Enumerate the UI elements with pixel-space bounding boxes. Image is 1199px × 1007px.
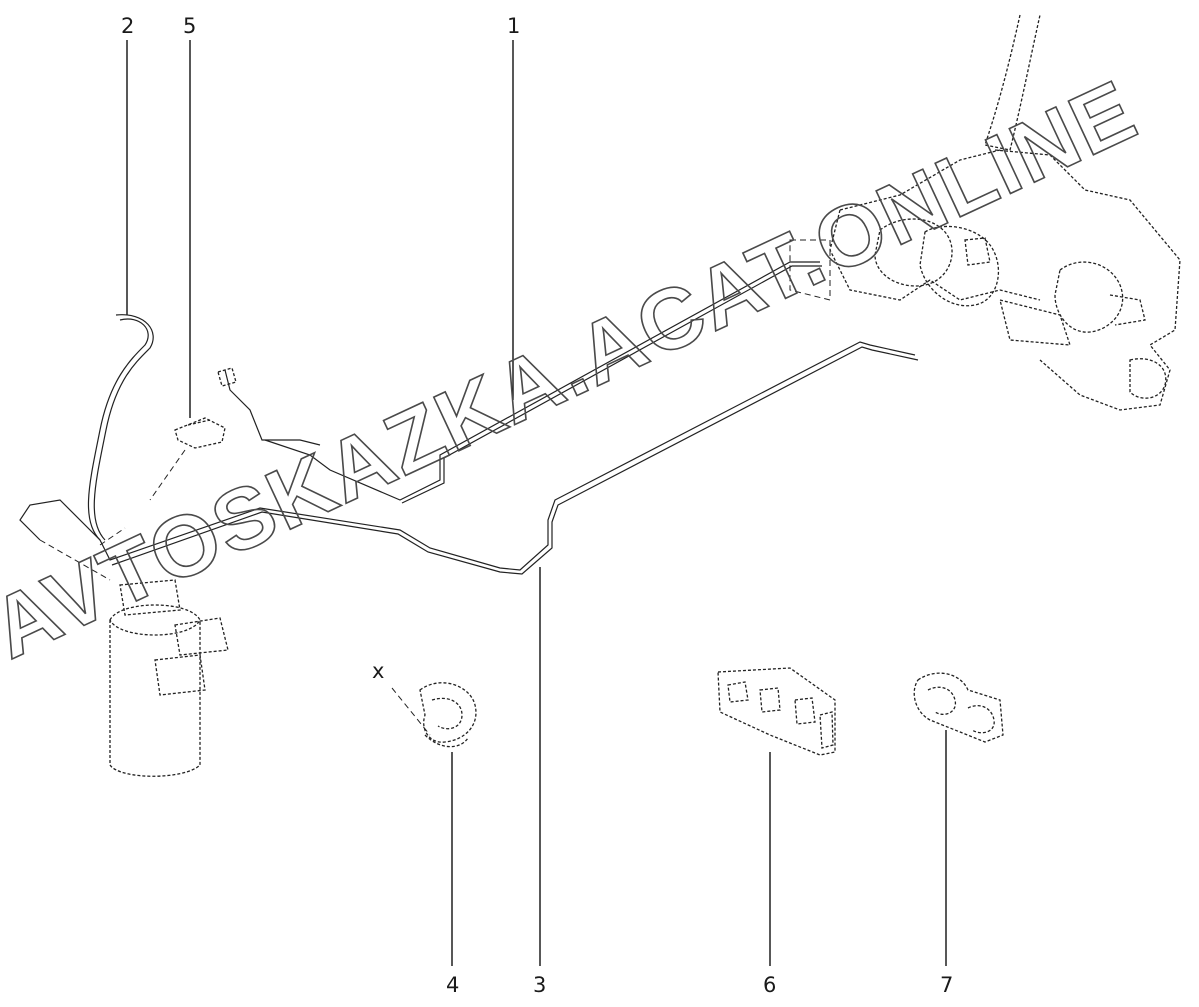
callout-numbers: 1 2 5 4 3 6 7 bbox=[121, 14, 953, 997]
leader-lines bbox=[126, 40, 947, 966]
pipe-3 bbox=[19, 341, 916, 571]
pipe-1 bbox=[264, 261, 820, 501]
callout-5: 5 bbox=[183, 14, 196, 38]
brake-pipes bbox=[19, 261, 919, 575]
clip-7 bbox=[913, 672, 1004, 743]
connector-5 bbox=[149, 367, 237, 501]
callout-7: 7 bbox=[940, 973, 953, 997]
callout-3: 3 bbox=[533, 973, 546, 997]
clip-4: x bbox=[372, 659, 477, 748]
clip-6 bbox=[717, 667, 836, 756]
callout-1: 1 bbox=[507, 14, 520, 38]
callout-4: 4 bbox=[446, 973, 459, 997]
callout-6: 6 bbox=[763, 973, 776, 997]
axle-housing bbox=[789, 14, 1181, 411]
watermark: AVTOSKAZKA.ACAT.ONLINE bbox=[0, 62, 1151, 677]
callout-2: 2 bbox=[121, 14, 134, 38]
canister bbox=[39, 527, 229, 777]
marker-x: x bbox=[372, 659, 384, 683]
